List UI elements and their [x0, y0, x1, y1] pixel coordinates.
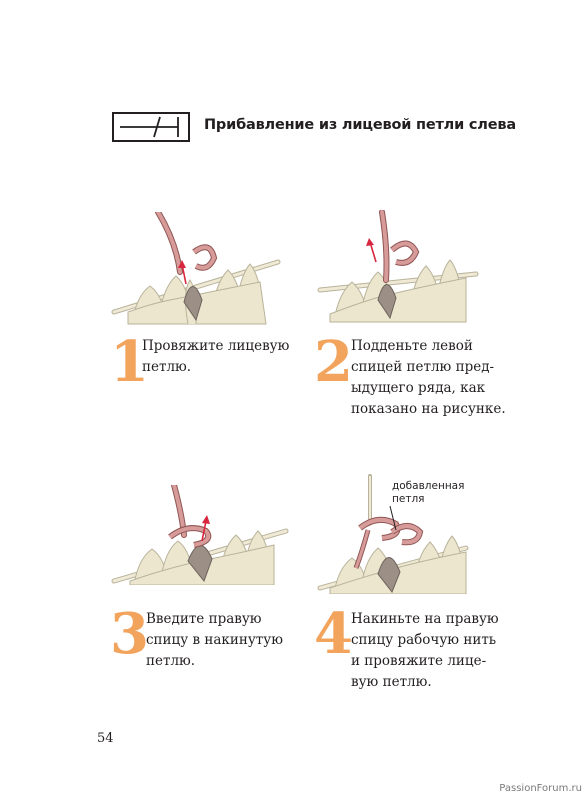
- step-1-number: 1: [110, 329, 149, 395]
- section-header: Прибавление из лицевой петли слева: [112, 112, 516, 146]
- step-4-text: Накиньте на правую спицу рабочую нить и …: [351, 611, 499, 690]
- step-1-illustration: [111, 212, 281, 325]
- step-2-text: Подденьте левой спицей петлю пред- ыдуще…: [351, 338, 506, 417]
- step-2-illustration: [317, 210, 479, 323]
- step-2-number: 2: [314, 329, 353, 395]
- added-loop-callout: добавленная петля: [392, 480, 465, 505]
- page-number: 54: [97, 731, 114, 746]
- increase-symbol-icon: [112, 112, 190, 142]
- step-3-text: Введите правую спицу в накинутую петлю.: [146, 611, 283, 669]
- step-3-illustration: [111, 485, 289, 585]
- watermark: PassionForum.ru: [499, 783, 582, 794]
- page-title: Прибавление из лицевой петли слева: [204, 117, 516, 133]
- step-4-illustration: [317, 474, 469, 594]
- step-1-text: Провяжите лицевую петлю.: [142, 338, 290, 375]
- step-3-number: 3: [110, 601, 149, 667]
- step-4-number: 4: [314, 601, 353, 667]
